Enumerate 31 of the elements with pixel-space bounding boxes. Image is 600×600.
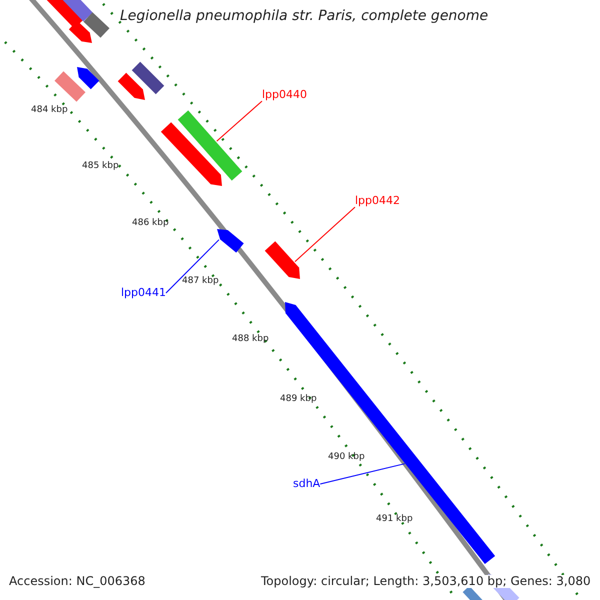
leader-line bbox=[166, 239, 220, 294]
leader-line bbox=[294, 206, 356, 262]
scale-label: 490 kbp bbox=[328, 453, 365, 463]
gene-feature bbox=[84, 12, 110, 38]
gene-feature bbox=[217, 229, 244, 253]
scale-label: 488 kbp bbox=[232, 335, 269, 345]
scale-label: 487 kbp bbox=[182, 277, 219, 287]
genome-info-text: Topology: circular; Length: 3,503,610 bp; Genes: 3,080 bbox=[261, 575, 591, 588]
gene-feature bbox=[462, 586, 484, 600]
gene-label: lpp0441 bbox=[121, 287, 166, 300]
gene-feature bbox=[132, 62, 164, 94]
gene-feature bbox=[61, 0, 93, 22]
gene-feature bbox=[68, 20, 92, 43]
gene-label: lpp0440 bbox=[262, 89, 308, 102]
title: Legionella pneumophila str. Paris, complete genome bbox=[120, 9, 488, 24]
scale-label: 489 kbp bbox=[280, 395, 317, 405]
accession-text: Accession: NC_006368 bbox=[9, 575, 146, 588]
gene-feature bbox=[54, 71, 86, 102]
scale-label: 486 kbp bbox=[132, 219, 169, 229]
scale-label: 491 kbp bbox=[376, 515, 413, 525]
scale-label: 484 kbp bbox=[31, 106, 68, 116]
gene-feature bbox=[77, 67, 100, 90]
scale-label: 485 kbp bbox=[82, 162, 119, 172]
gene-label: sdhA bbox=[293, 478, 320, 490]
gene-feature bbox=[160, 122, 222, 186]
gene-feature bbox=[264, 241, 300, 279]
gene-feature bbox=[178, 110, 242, 181]
gene-label: lpp0442 bbox=[355, 195, 400, 208]
leader-line bbox=[320, 463, 406, 484]
leader-line bbox=[216, 100, 262, 142]
gene-feature bbox=[118, 72, 145, 100]
